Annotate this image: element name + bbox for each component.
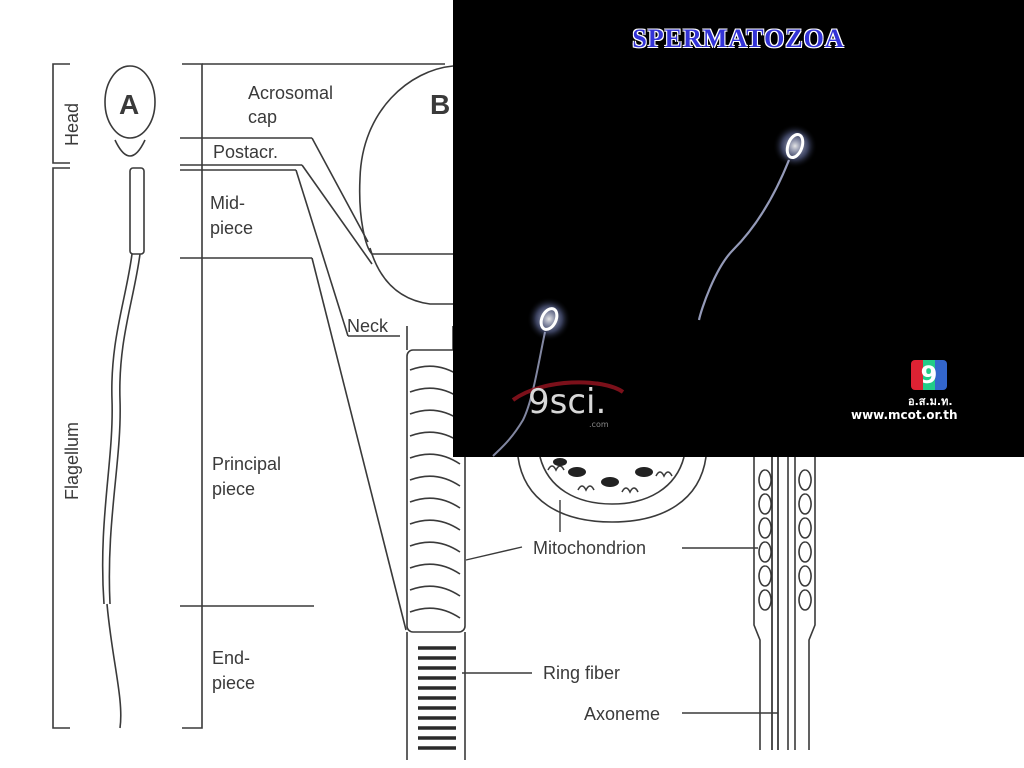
sperm-b-head bbox=[358, 65, 454, 255]
head-label: Head bbox=[62, 103, 82, 146]
sperm-swimming-image bbox=[492, 124, 817, 457]
cross-section bbox=[517, 456, 707, 523]
mitochondrion-label: Mitochondrion bbox=[533, 538, 646, 558]
sperm-a-midpiece bbox=[129, 167, 145, 255]
sperm-a-tail bbox=[101, 253, 133, 605]
panel-b-letter: B bbox=[430, 89, 450, 120]
sperm-a-endpiece bbox=[106, 603, 122, 729]
axoneme-label: Axoneme bbox=[584, 704, 660, 724]
head-bracket bbox=[52, 63, 70, 164]
midpiece-label-2: piece bbox=[210, 218, 253, 238]
ring-fiber-label: Ring fiber bbox=[543, 663, 620, 683]
acrosomal-label-1: Acrosomal bbox=[248, 83, 333, 103]
channel-9-logo: 9 bbox=[911, 360, 947, 390]
channel-url: www.mcot.or.th bbox=[851, 408, 958, 422]
flagellum-bracket bbox=[52, 167, 70, 729]
neck-label: Neck bbox=[347, 316, 389, 336]
sperm-b-midpiece bbox=[406, 349, 466, 633]
sperm-a-tail-inner bbox=[108, 253, 141, 605]
midpiece-label-1: Mid- bbox=[210, 193, 245, 213]
channel-abbreviation: อ.ส.ม.ท. bbox=[908, 395, 953, 408]
acrosomal-label-2: cap bbox=[248, 107, 277, 127]
9sci-logo: 9sci. bbox=[528, 382, 607, 422]
principal-label-1: Principal bbox=[212, 454, 281, 474]
sperm-a-neck bbox=[114, 139, 146, 157]
9sci-logo-sub: .com bbox=[589, 420, 609, 429]
photo-title: SPERMATOZOA bbox=[632, 24, 845, 53]
panel-a-letter: A bbox=[119, 89, 139, 120]
longitudinal-section bbox=[753, 457, 816, 750]
microscope-photo: SPERMATOZOA 9sci. .com 9 อ.ส.ม.ท. www.mc… bbox=[453, 0, 1024, 457]
endpiece-label-2: piece bbox=[212, 673, 255, 693]
principal-label-2: piece bbox=[212, 479, 255, 499]
flagellum-label: Flagellum bbox=[62, 422, 82, 500]
endpiece-label-1: End- bbox=[212, 648, 250, 668]
postacr-label: Postacr. bbox=[213, 142, 278, 162]
sperm-a-head bbox=[104, 65, 156, 139]
parts-bracket bbox=[182, 63, 203, 729]
